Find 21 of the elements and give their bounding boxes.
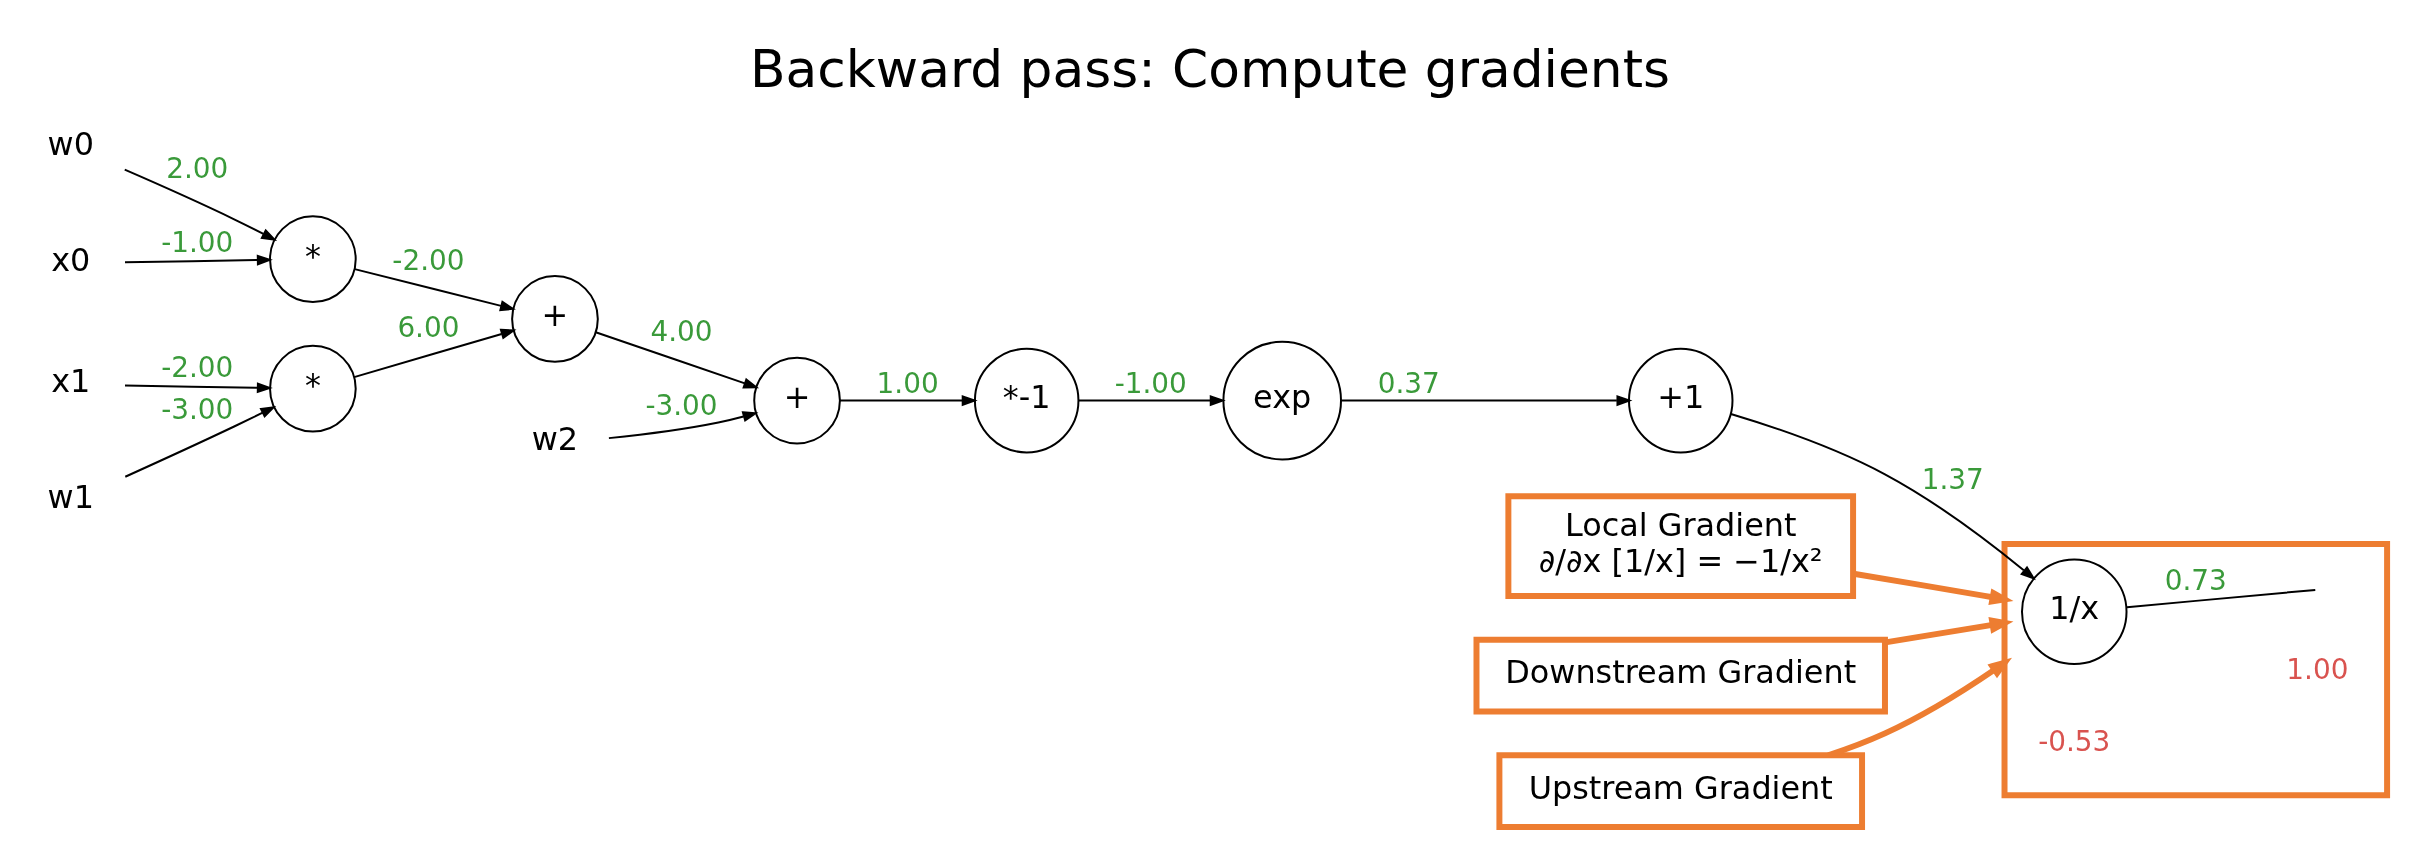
edge-label: -3.00 [161,392,234,426]
edge-label: -3.00 [645,388,718,422]
node-text: x0 [51,240,91,279]
edge-label: -2.00 [161,351,234,385]
edge-label: 6.00 [397,311,460,345]
edge-label: 1.00 [876,367,939,401]
node-text: w2 [531,420,579,459]
edge-label: 4.00 [650,315,713,349]
diagram-title: Backward pass: Compute gradients [750,39,1670,100]
label: 1.00 [2286,652,2349,686]
edge-label: -1.00 [161,225,234,259]
edge-label: -1.00 [1114,367,1187,401]
node-text: x1 [51,362,91,401]
edge-label: 0.73 [2164,564,2227,598]
edge-label: 0.37 [1377,367,1440,401]
node-text: w0 [47,125,94,164]
edge-label: 1.37 [1921,462,1984,496]
edge-label: -2.00 [392,243,465,277]
node-text: w1 [47,477,94,516]
label: -0.53 [2038,724,2111,758]
edge-label: 2.00 [166,151,229,185]
